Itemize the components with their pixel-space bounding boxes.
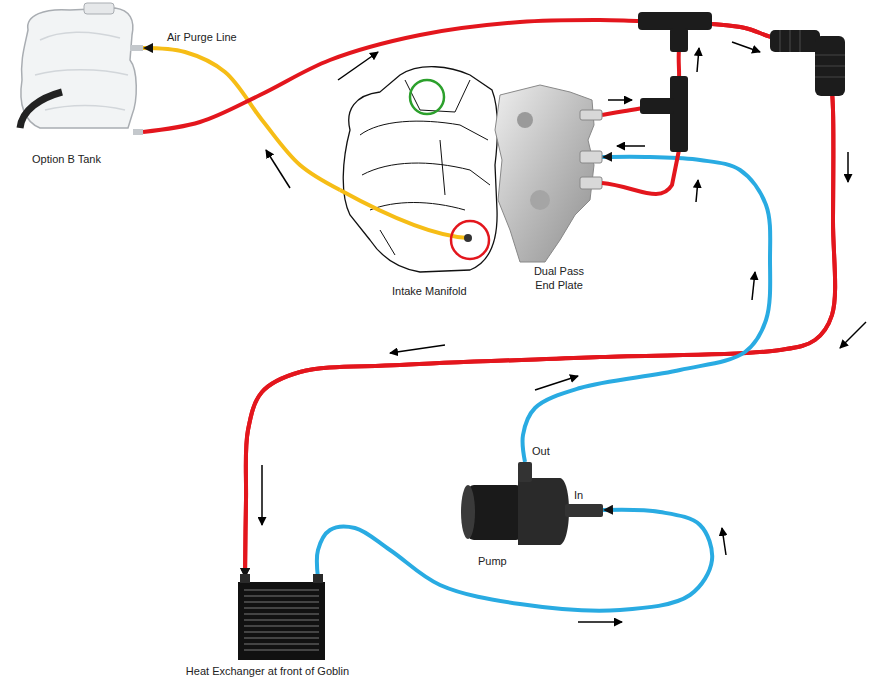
port-label: In [574, 488, 583, 502]
hose-label: Air Purge Line [165, 30, 239, 44]
flow-arrow-part [732, 42, 760, 52]
elbow-fitting [770, 30, 845, 96]
pump-picture-part [461, 485, 475, 539]
component-label: Option B Tank [32, 152, 101, 166]
intake-manifold-drawing-part [343, 67, 497, 272]
elbow-fitting-part [780, 30, 845, 77]
end-plate-picture [495, 85, 602, 262]
flow-arrow-part [752, 272, 755, 300]
pump-picture-part [565, 504, 603, 517]
flow-arrow-part [390, 345, 445, 353]
hose [602, 150, 679, 194]
coolant-hose [245, 23, 835, 578]
coolant-tank-picture-part [84, 3, 114, 14]
tee-fitting-part [638, 12, 712, 30]
end-plate-picture-part [530, 190, 550, 210]
coolant-tank-picture-part [130, 48, 143, 132]
tee-fitting-part [640, 98, 674, 114]
flow-arrow-part [261, 465, 263, 525]
tee-fitting-part [670, 76, 688, 152]
component-label: Dual Pass End Plate [526, 264, 592, 292]
flow-arrow-part [338, 52, 378, 80]
tee-fitting-part [670, 28, 688, 52]
end-plate-picture-part [517, 112, 533, 128]
coolant-tank-picture-part [21, 8, 136, 128]
tee-fitting [638, 12, 712, 152]
intake-manifold-drawing-part [410, 80, 444, 114]
component-area: Heat Exchanger at front of Goblin [175, 578, 360, 680]
coolant-hose [143, 20, 835, 578]
pump-picture-part [518, 462, 532, 482]
elbow-fitting-part [770, 30, 820, 52]
flow-arrow-part [696, 180, 698, 202]
component-area: Pump [458, 462, 603, 572]
component-area: Option B Tank [15, 4, 143, 172]
pump-picture-part [518, 478, 569, 545]
flow-arrow-part [266, 150, 290, 188]
component-label: Pump [478, 554, 507, 568]
intake-manifold-drawing [340, 67, 498, 272]
pump-picture-part [468, 485, 522, 540]
coolant-tank-picture-part [20, 92, 62, 128]
heat-exchanger-picture-part [244, 590, 319, 650]
end-plate-picture-part [495, 85, 594, 262]
component-label: Intake Manifold [392, 284, 467, 298]
end-plate-picture-part [580, 177, 602, 189]
flow-arrow-part [578, 621, 622, 623]
flow-arrow-part [697, 48, 699, 72]
flow-arrow-part [847, 152, 849, 182]
flow-arrow-part [535, 376, 578, 390]
hose-part [602, 150, 679, 194]
heat-exchanger-picture [238, 574, 325, 660]
intake-manifold-drawing-part [451, 221, 489, 259]
heat-exchanger-picture-part [238, 582, 325, 660]
pump-picture [461, 462, 603, 545]
heat-exchanger-picture-part [240, 574, 250, 583]
flow-arrow-part [840, 322, 866, 348]
component-area: Dual Pass End Plate [490, 78, 602, 298]
flow-arrow-part [608, 99, 632, 101]
component-area: Intake Manifold [340, 62, 500, 302]
flow-arrow-part [722, 528, 726, 555]
heat-exchanger-picture-part [313, 574, 323, 583]
flow-arrow-part [617, 145, 645, 147]
component-label: Heat Exchanger at front of Goblin [186, 664, 349, 678]
port-label: Out [532, 444, 550, 458]
coolant-tank-picture [20, 3, 143, 132]
intake-manifold-drawing-part [464, 234, 472, 242]
end-plate-picture-part [580, 151, 602, 163]
end-plate-picture-part [580, 110, 602, 120]
intake-manifold-drawing-part [340, 190, 468, 238]
flow-arrow [262, 42, 866, 622]
